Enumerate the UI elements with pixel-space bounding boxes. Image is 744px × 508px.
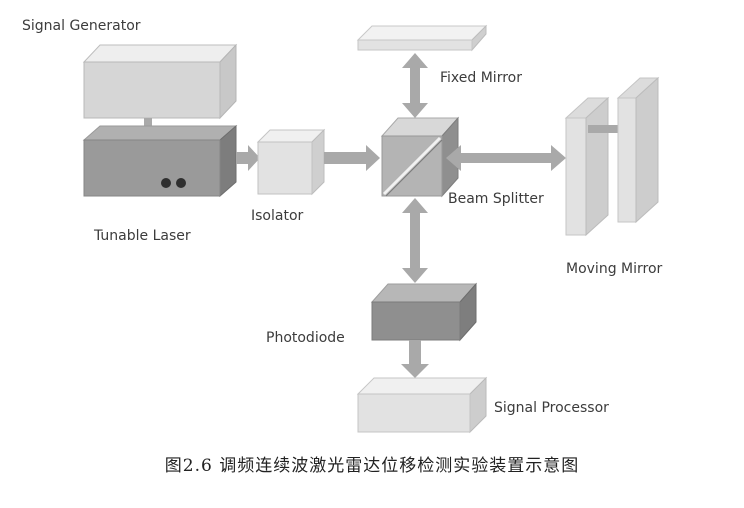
label-signal-generator: Signal Generator: [22, 18, 141, 34]
laser-knob-right-icon: [176, 178, 186, 188]
arrow-splitter-moving-mirror: [446, 145, 566, 171]
arrow-splitter-photodiode: [402, 198, 428, 283]
label-fixed-mirror: Fixed Mirror: [440, 70, 522, 86]
isolator-box: [256, 128, 326, 196]
moving-mirror: [564, 76, 660, 237]
photodiode-box: [370, 282, 478, 342]
label-moving-mirror: Moving Mirror: [566, 261, 663, 277]
mirror-actuator-rod: [588, 125, 618, 133]
label-photodiode: Photodiode: [266, 330, 345, 346]
signal-processor-box: [356, 376, 488, 434]
label-isolator: Isolator: [251, 208, 304, 224]
fixed-mirror: [356, 24, 488, 52]
label-signal-processor: Signal Processor: [494, 400, 609, 416]
figure-caption: 图2.6 调频连续波激光雷达位移检测实验装置示意图: [164, 456, 580, 476]
arrow-laser-to-isolator: [236, 145, 260, 171]
setup-diagram: [82, 24, 660, 434]
label-beam-splitter: Beam Splitter: [448, 191, 544, 207]
arrow-photodiode-to-processor: [401, 340, 429, 378]
arrow-isolator-to-splitter: [324, 145, 380, 171]
signal-generator-box: [82, 43, 238, 120]
label-tunable-laser: Tunable Laser: [94, 228, 191, 244]
tunable-laser-box: [82, 124, 238, 198]
beam-splitter-cube: [380, 116, 460, 198]
laser-knob-left-icon: [161, 178, 171, 188]
arrow-splitter-fixed-mirror: [402, 53, 428, 118]
arrow-generator-to-laser: [144, 118, 152, 132]
